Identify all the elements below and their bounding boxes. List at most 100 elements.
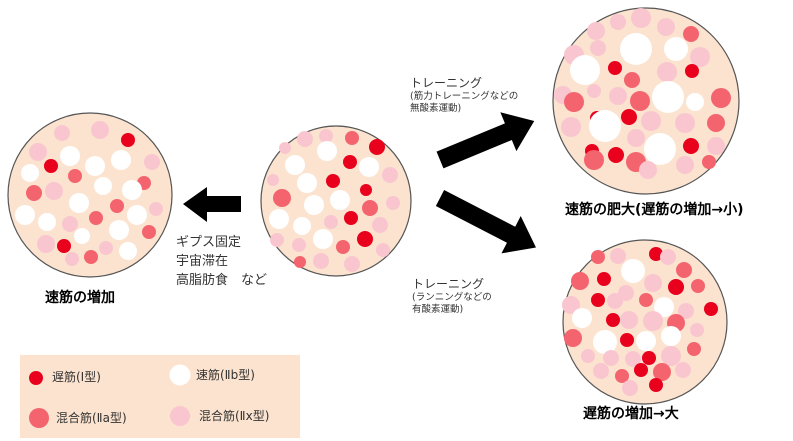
fiber-fast: [285, 155, 305, 175]
fiber-mixed-x: [587, 22, 605, 40]
fiber-fast: [38, 213, 56, 231]
fiber-fast: [593, 330, 617, 354]
fiber-mixed-a: [707, 114, 725, 132]
fiber-slow: [606, 313, 620, 327]
fiber-mixed-a: [564, 329, 582, 347]
fiber-mixed-x: [54, 125, 70, 141]
fiber-mixed-x: [45, 182, 63, 200]
fiber-mixed-x: [297, 131, 313, 147]
fiber-fast: [644, 133, 676, 165]
fiber-mixed-x: [99, 241, 113, 255]
fiber-fast: [661, 326, 681, 346]
fiber-mixed-x: [639, 161, 657, 179]
fiber-fast: [570, 55, 600, 85]
fiber-fast: [317, 141, 337, 161]
legend-dot-fast-b: [169, 364, 191, 386]
fiber-slow: [360, 184, 372, 196]
fiber-mixed-x: [376, 243, 390, 257]
fiber-fast: [74, 228, 90, 244]
fiber-slow: [57, 239, 71, 253]
fiber-mixed-x: [382, 167, 398, 183]
fiber-fast: [621, 259, 645, 283]
fiber-mixed-x: [610, 248, 626, 264]
arrow-up-right: [436, 112, 535, 169]
fiber-slow: [121, 133, 135, 147]
fiber-slow: [608, 61, 622, 75]
fiber-slow: [344, 211, 358, 225]
fiber-mixed-x: [690, 47, 710, 67]
fiber-mixed-x: [65, 252, 79, 266]
fiber-mixed-x: [643, 311, 663, 331]
fiber-mixed-a: [362, 200, 378, 216]
fiber-fast: [119, 242, 137, 260]
fiber-mixed-x: [657, 18, 675, 36]
fiber-fast: [654, 297, 674, 317]
fiber-mixed-x: [678, 303, 694, 319]
fiber-slow: [642, 351, 656, 365]
fiber-fast: [111, 150, 131, 170]
condition-space: 宇宙滞在: [176, 253, 229, 269]
fiber-mixed-x: [657, 62, 677, 82]
fiber-mixed-x: [610, 14, 626, 30]
fiber-slow: [620, 333, 634, 347]
fiber-mixed-a: [89, 211, 103, 225]
fiber-fast: [313, 229, 333, 249]
caption-slow-increase: 遅筋の増加→大: [583, 406, 679, 422]
fiber-mixed-a: [711, 88, 731, 108]
fiber-fast: [122, 180, 142, 200]
fiber-mixed-a: [142, 225, 156, 239]
fiber-slow: [683, 138, 699, 154]
fiber-mixed-x: [587, 84, 601, 98]
fiber-mixed-a: [345, 131, 359, 145]
conditions-list: ギプス固定 宇宙滞在 高脂肪食 など: [176, 234, 267, 291]
fiber-slow: [369, 139, 385, 155]
legend-label-slow: 遅筋(Ⅰ型): [52, 370, 101, 384]
fiber-slow: [685, 64, 699, 78]
fiber-mixed-a: [564, 92, 584, 112]
fiber-mixed-x: [581, 349, 595, 363]
fiber-fast: [269, 209, 289, 229]
fiber-mixed-a: [687, 342, 701, 356]
fiber-mixed-a: [584, 150, 604, 170]
fiber-mixed-a: [68, 169, 82, 183]
fiber-mixed-x: [37, 235, 55, 253]
training-lower-title: トレーニング: [412, 277, 485, 291]
fiber-mixed-a: [110, 199, 124, 213]
caption-hypertrophy: 速筋の肥大(遅筋の増加→小): [565, 202, 744, 218]
training-lower-sub1: (ランニングなどの: [412, 292, 492, 303]
fiber-mixed-x: [562, 296, 580, 314]
fiber-slow: [649, 247, 663, 261]
fiber-mixed-a: [683, 26, 699, 42]
fiber-fast: [304, 195, 324, 215]
training-lower-sub2: 有酸素運動): [412, 303, 464, 315]
fiber-fast: [330, 190, 350, 210]
fiber-mixed-x: [627, 129, 645, 147]
fiber-fast: [85, 156, 105, 176]
fiber-mixed-a: [84, 250, 98, 264]
fiber-mixed-x: [561, 117, 581, 137]
fiber-mixed-x: [344, 256, 360, 272]
legend-label-mixed-x: 混合筋(Ⅱx型): [199, 409, 270, 423]
fiber-slow: [668, 279, 684, 295]
fiber-mixed-x: [313, 253, 329, 269]
fiber-slow: [597, 272, 611, 286]
fiber-mixed-x: [607, 293, 623, 309]
fiber-mixed-x: [29, 143, 47, 161]
fiber-fast: [293, 217, 311, 235]
fiber-mixed-x: [675, 113, 695, 133]
training-upper-title: トレーニング: [410, 76, 483, 90]
training-upper-label: トレーニング (筋力トレーニングなどの 無酸素運動): [410, 76, 518, 115]
fiber-mixed-x: [631, 8, 651, 28]
caption-fast-increase: 速筋の増加: [45, 290, 115, 306]
condition-diet: 高脂肪食 など: [176, 272, 268, 288]
fiber-mixed-x: [660, 249, 676, 265]
fiber-mixed-a: [702, 155, 716, 169]
arrow-down-right: [435, 190, 536, 254]
fiber-fast: [652, 81, 684, 113]
fiber-fast: [15, 205, 35, 225]
fiber-mixed-a: [336, 240, 350, 254]
fiber-mixed-a: [691, 279, 705, 293]
fiber-mixed-a: [639, 293, 653, 307]
fiber-fast: [664, 37, 688, 61]
